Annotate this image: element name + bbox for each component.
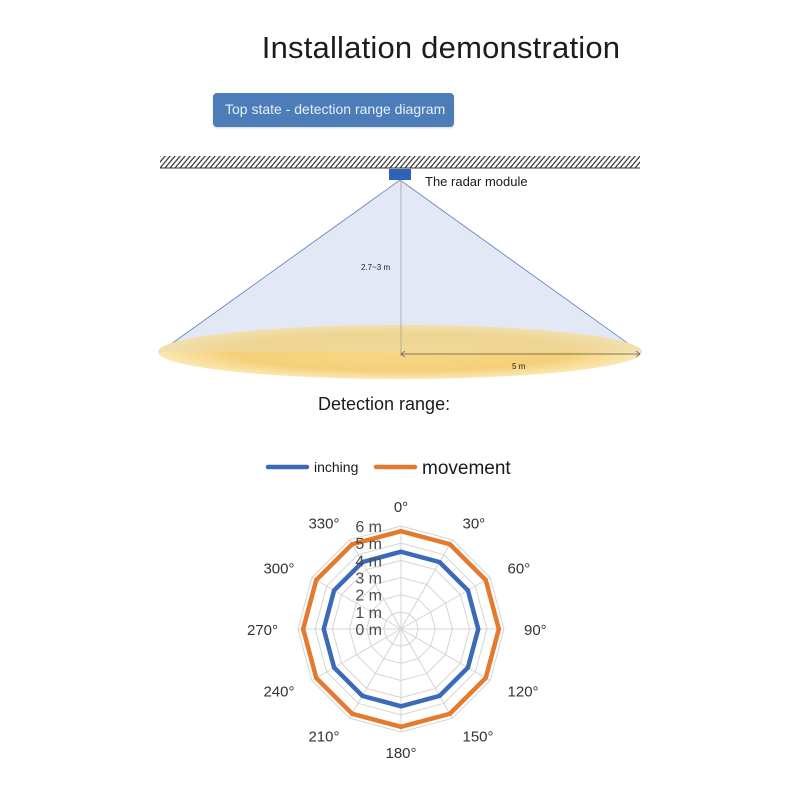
radar-grid-spoke	[349, 628, 402, 719]
radius-arrow-left	[400, 350, 406, 358]
radar-angle-label: 270°	[247, 622, 278, 639]
radar-grid-spoke	[400, 628, 453, 719]
radar-angle-label: 120°	[508, 684, 539, 701]
cone-left-edge	[159, 179, 401, 353]
radar-grid-spoke	[400, 577, 491, 630]
radar-radial-tick-label: 3 m	[355, 571, 382, 588]
radar-angle-label: 240°	[263, 684, 294, 701]
radar-angle-label: 300°	[263, 561, 294, 578]
legend-inching-label: inching	[314, 459, 358, 475]
radar-angle-label: 60°	[508, 561, 531, 578]
radar-grid-spoke	[349, 539, 402, 630]
radar-radial-tick-label: 2 m	[355, 588, 382, 605]
radar-angle-label: 150°	[463, 729, 494, 746]
module-label: The radar module	[425, 174, 528, 189]
radar-grid-spoke	[400, 539, 453, 630]
radar-angle-label: 0°	[394, 499, 408, 516]
radar-module	[389, 169, 411, 180]
radar-angle-label: 210°	[308, 729, 339, 746]
radar-series-inching	[321, 549, 481, 709]
radar-radial-tick-label: 5 m	[355, 536, 382, 553]
radar-grid-spoke	[400, 628, 491, 681]
radar-series-movement	[300, 528, 502, 730]
radar-angle-label: 90°	[524, 622, 547, 639]
radar-chart: 0 m1 m2 m3 m4 m5 m6 m 0° 30° 60° 90° 120° 150°…	[247, 499, 547, 762]
radar-angle-label: 180°	[385, 745, 416, 762]
page-title: Installation demonstration	[261, 30, 621, 65]
radius-arrow-right	[635, 350, 641, 358]
detection-range-heading: Detection range:	[318, 394, 451, 414]
radar-grid-spoke	[311, 577, 402, 630]
radar-grid-spoke	[311, 628, 402, 681]
section-badge: Top state - detection range diagram	[213, 93, 454, 127]
radius-label: 5 m	[512, 362, 526, 371]
radar-radial-tick-label: 4 m	[355, 553, 382, 570]
radar-angle-label: 330°	[308, 515, 339, 532]
height-label: 2.7~3 m	[361, 263, 390, 272]
radar-radial-tick-label: 0 m	[355, 622, 382, 639]
cone-right-edge	[399, 179, 641, 353]
detection-cone	[160, 180, 640, 352]
floor-shadow	[158, 325, 642, 352]
legend-movement-label: movement	[422, 458, 511, 479]
radar-radial-tick-label: 6 m	[355, 519, 382, 536]
radar-angle-label: 30°	[463, 515, 486, 532]
ceiling-hatch	[160, 156, 640, 168]
radar-radial-tick-label: 1 m	[355, 605, 382, 622]
